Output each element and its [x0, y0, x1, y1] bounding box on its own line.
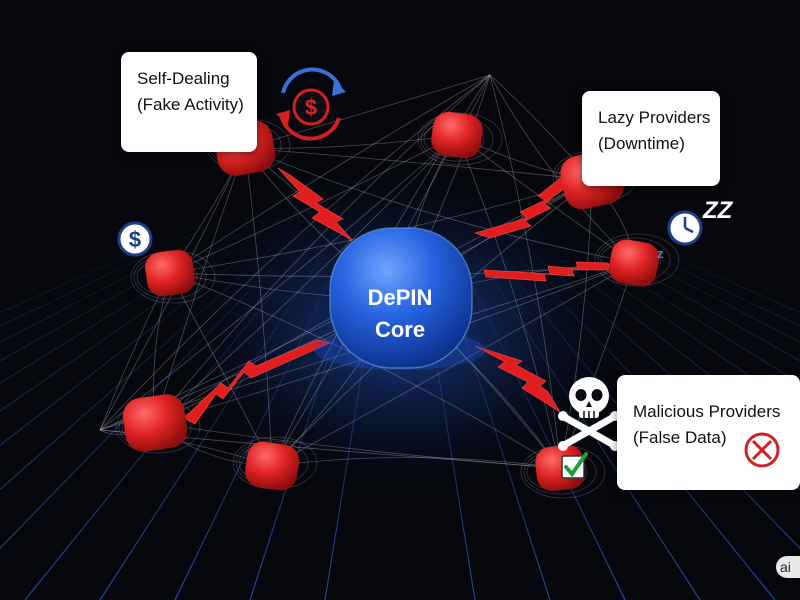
callout-lazy-providers: Lazy Providers (Downtime): [582, 91, 720, 186]
reject-icon: [744, 432, 780, 468]
bolt-lazy-upper: [473, 175, 571, 239]
malicious-subtitle: (False Data): [633, 428, 727, 447]
bolt-self-dealing: [277, 167, 353, 241]
lazy-subtitle: (Downtime): [598, 134, 685, 153]
callout-malicious-providers: Malicious Providers (False Data): [617, 375, 800, 490]
node-lower-left: [122, 394, 188, 452]
sleep-zz-icon: ZZ: [702, 197, 734, 224]
node-lazy-lower: [608, 239, 660, 287]
clock-icon: [667, 210, 703, 246]
malicious-title: Malicious Providers: [633, 402, 781, 421]
self-dealing-title: Self-Dealing: [137, 69, 230, 88]
lazy-title: Lazy Providers: [598, 108, 711, 127]
bolt-malicious: [474, 345, 561, 413]
ai-watermark-badge: ai: [776, 556, 800, 578]
bolt-lazy-lower: [483, 261, 611, 282]
node-bottom: [245, 441, 299, 491]
dollar-symbol: $: [129, 227, 141, 252]
node-left: [145, 249, 195, 297]
cycle-dollar-icon: $: [276, 67, 346, 141]
checkbox-check-icon: [561, 452, 588, 479]
sleep-z-small: z: [657, 246, 664, 261]
self-dealing-subtitle: (Fake Activity): [137, 95, 244, 114]
dollar-icon: $: [117, 221, 153, 257]
node-top: [431, 111, 483, 159]
bolt-lower-left: [183, 339, 331, 425]
cycle-dollar-symbol: $: [305, 95, 317, 120]
attack-bolts: [183, 167, 611, 425]
callout-self-dealing: Self-Dealing (Fake Activity): [121, 52, 257, 152]
depin-core: [329, 227, 473, 369]
provider-nodes: [122, 111, 660, 491]
